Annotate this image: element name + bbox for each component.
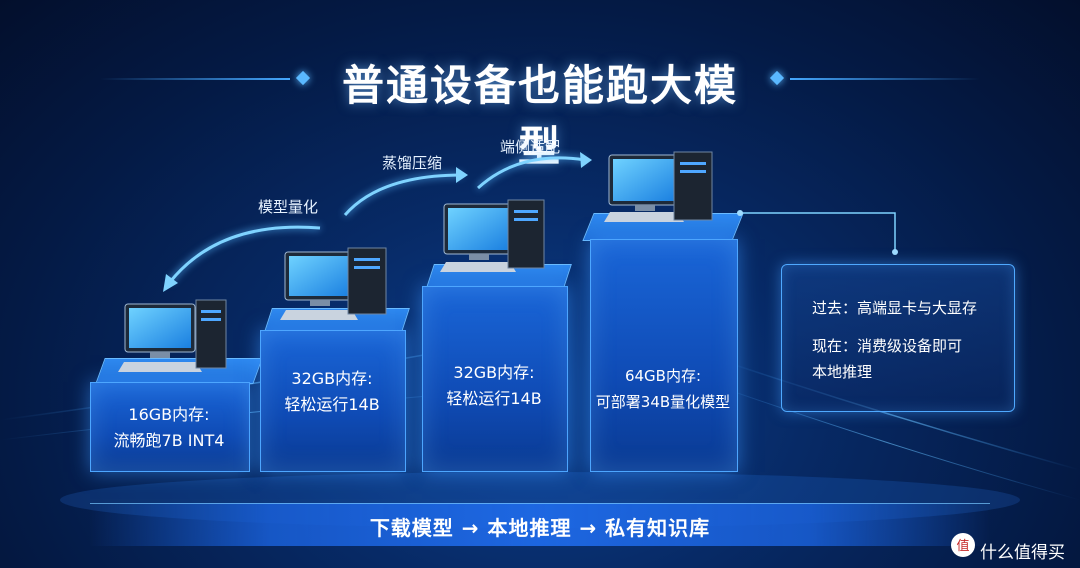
computer-icon-3 bbox=[440, 199, 545, 272]
block-3-desc: 轻松运行14B bbox=[446, 389, 542, 408]
step-label-distill: 蒸馏压缩 bbox=[382, 154, 443, 172]
watermark-logo-icon: 值 bbox=[951, 533, 975, 557]
arrow-edge bbox=[476, 156, 586, 190]
connector-dot bbox=[737, 210, 743, 216]
block-2-desc: 轻松运行14B bbox=[284, 395, 380, 414]
block-3-memory: 32GB内存: bbox=[453, 363, 535, 382]
connector-dot bbox=[892, 249, 898, 255]
block-1-memory: 16GB内存: bbox=[128, 405, 210, 424]
info-connector bbox=[740, 212, 896, 250]
svg-text:值: 值 bbox=[956, 538, 969, 554]
stair-block-2: 32GB内存: 轻松运行14B bbox=[260, 308, 410, 472]
info-past: 过去：高端显卡与大显存 bbox=[812, 299, 978, 317]
watermark-text: 什么值得买 bbox=[980, 543, 1065, 563]
computer-icon-4 bbox=[604, 151, 713, 222]
flow-bar: 下载模型 → 本地推理 → 私有知识库 bbox=[90, 503, 990, 546]
title-area: 普通设备也能跑大模型 bbox=[0, 52, 1080, 171]
block-4-memory: 64GB内存: bbox=[624, 367, 702, 385]
block-4-desc: 可部署34B量化模型 bbox=[595, 393, 731, 411]
arrowhead bbox=[456, 167, 468, 183]
info-box: 过去：高端显卡与大显存 现在：消费级设备即可 本地推理 bbox=[781, 264, 1015, 412]
info-now: 现在：消费级设备即可 bbox=[812, 337, 963, 355]
block-2-memory: 32GB内存: bbox=[291, 369, 373, 388]
step-label-quantize: 模型量化 bbox=[258, 198, 319, 216]
info-now-cont: 本地推理 bbox=[812, 363, 873, 381]
arrowhead bbox=[163, 274, 178, 292]
page-title: 普通设备也能跑大模型 bbox=[341, 61, 738, 171]
stair-block-1: 16GB内存: 流畅跑7B INT4 bbox=[90, 358, 263, 472]
block-1-desc: 流畅跑7B INT4 bbox=[113, 431, 225, 450]
stair-block-4: 64GB内存: 可部署34B量化模型 bbox=[570, 213, 744, 472]
step-label-edge: 端侧适配 bbox=[500, 138, 561, 156]
computer-icon-2 bbox=[280, 247, 387, 320]
arrow-quantize bbox=[168, 225, 321, 283]
flow-text: 下载模型 → 本地推理 → 私有知识库 bbox=[369, 516, 711, 540]
arrowhead bbox=[580, 152, 592, 168]
stair-block-3: 32GB内存: 轻松运行14B bbox=[422, 264, 572, 472]
title-decor-line bbox=[790, 78, 980, 80]
title-decor-line bbox=[100, 78, 290, 80]
computer-icon-1 bbox=[118, 299, 227, 372]
arrow-distill bbox=[343, 173, 463, 216]
